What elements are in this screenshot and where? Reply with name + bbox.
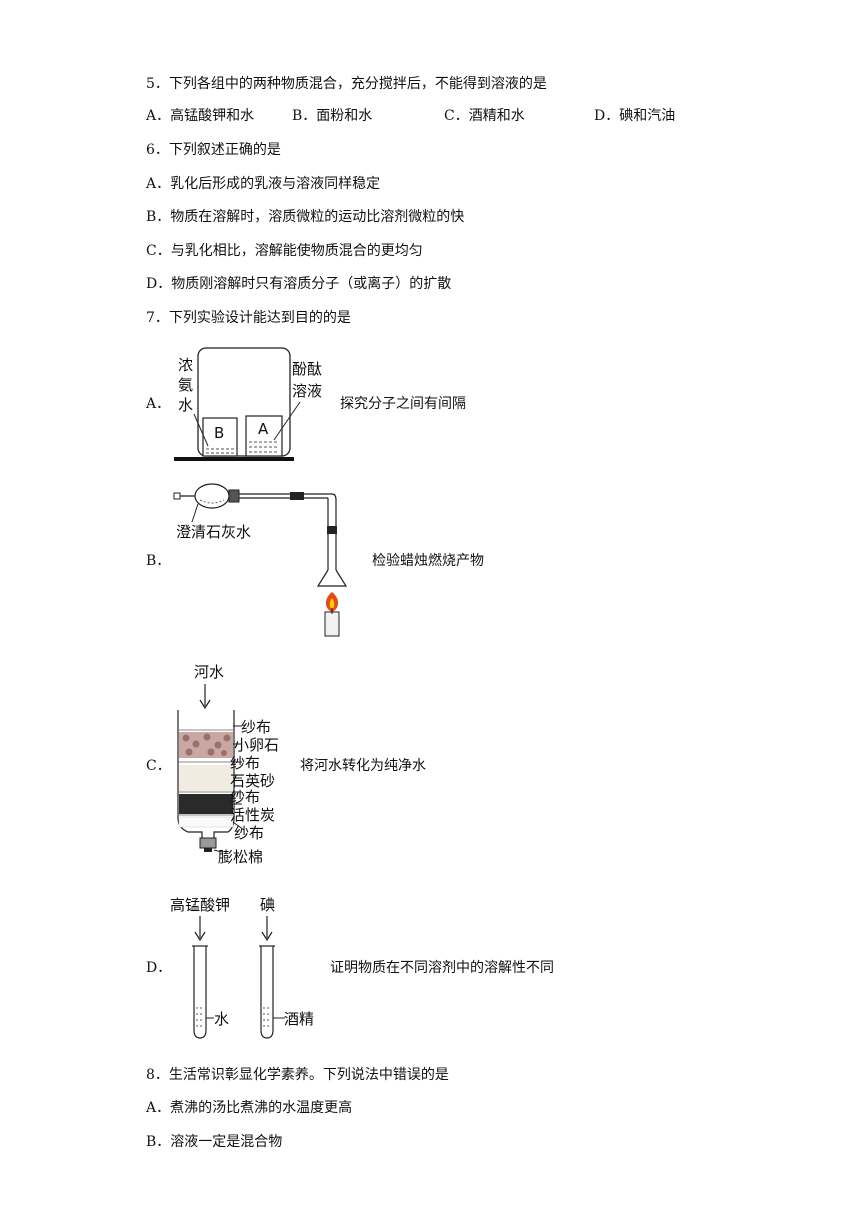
q6-stem: 6．下列叙述正确的是: [146, 142, 281, 158]
funnel: [316, 569, 348, 587]
ammonia-label-1: 浓: [178, 356, 193, 374]
beaker-b-label: B: [214, 424, 224, 442]
phenolphthalein-label-1: 酚酞: [292, 360, 322, 378]
ammonia-diffusion-figure: B A 浓 氨 水 酚酞 溶液: [174, 347, 322, 461]
layer-label-2: 小卵石: [234, 736, 279, 754]
layer-label-3: 纱布: [230, 754, 260, 772]
water-label: 水: [214, 1010, 229, 1028]
q7-option-b-caption: 检验蜡烛燃烧产物: [372, 553, 484, 569]
river-water-label: 河水: [194, 663, 224, 681]
layer-label-6: 活性炭: [230, 806, 275, 824]
q7-option-a-letter: A．: [146, 396, 171, 412]
water-filter-figure: 河水 纱布 小卵石 纱布 石英砂 纱布 活性炭 纱布 膨松棉: [177, 663, 279, 866]
bell-jar: [197, 347, 291, 457]
candle: [324, 611, 340, 637]
q6-option-b: B．物质在溶解时，溶质微粒的运动比溶剂微粒的快: [146, 209, 465, 225]
test-tube-left: [193, 946, 207, 1039]
quartz-sand-layer: [179, 765, 233, 791]
cotton-layer: [178, 816, 234, 828]
iodine-label: 碘: [260, 896, 275, 914]
layer-label-4: 石英砂: [230, 772, 275, 790]
q5-option-a: A．高锰酸钾和水: [146, 108, 255, 124]
alcohol-label: 酒精: [284, 1010, 314, 1028]
q6-option-c: C．与乳化相比，溶解能使物质混合的更均匀: [146, 243, 423, 259]
q5-stem: 5．下列各组中的两种物质混合，充分搅拌后，不能得到溶液的是: [146, 76, 547, 92]
q7-option-a-caption: 探究分子之间有间隔: [340, 396, 466, 412]
q5-option-b: B．面粉和水: [292, 108, 373, 124]
layer-label-5: 纱布: [230, 788, 260, 806]
test-tube-right: [260, 946, 274, 1039]
q6-option-d: D．物质刚溶解时只有溶质分子（或离子）的扩散: [146, 276, 452, 292]
potassium-permanganate-label: 高锰酸钾: [170, 896, 230, 914]
solubility-figure: 高锰酸钾 碘 水 酒精: [170, 896, 314, 1039]
q5-option-c: C．酒精和水: [444, 108, 525, 124]
ammonia-label-2: 氨: [178, 376, 193, 394]
layer-label-7: 纱布: [234, 824, 264, 842]
q8-option-b: B．溶液一定是混合物: [146, 1134, 283, 1150]
bulb-tube: [194, 483, 230, 509]
q7-option-d-caption: 证明物质在不同溶剂中的溶解性不同: [330, 960, 554, 976]
beaker-b: [202, 417, 238, 457]
q8-option-a: A．煮沸的汤比煮沸的水温度更高: [146, 1100, 353, 1116]
q7-stem: 7．下列实验设计能达到目的的是: [146, 310, 351, 326]
candle-product-figure: 澄清石灰水: [173, 483, 348, 637]
q8-stem: 8．生活常识彰显化学素养。下列说法中错误的是: [146, 1067, 449, 1083]
q6-option-a: A．乳化后形成的乳液与溶液同样稳定: [146, 176, 381, 192]
beaker-a-label: A: [258, 420, 269, 438]
limewater-label: 澄清石灰水: [176, 523, 251, 541]
ammonia-label-3: 水: [178, 396, 193, 414]
q7-option-c-letter: C．: [146, 758, 171, 774]
fluffy-cotton-label: 膨松棉: [218, 848, 263, 866]
activated-carbon-layer: [179, 794, 233, 814]
q7-option-c-caption: 将河水转化为纯净水: [300, 758, 426, 774]
q7-option-b-letter: B．: [146, 553, 171, 569]
q7-option-d-letter: D．: [146, 960, 172, 976]
q5-option-d: D．碘和汽油: [594, 108, 676, 124]
phenolphthalein-label-2: 溶液: [292, 382, 322, 400]
layer-label-1: 纱布: [241, 718, 271, 736]
beaker-a: [245, 415, 283, 457]
